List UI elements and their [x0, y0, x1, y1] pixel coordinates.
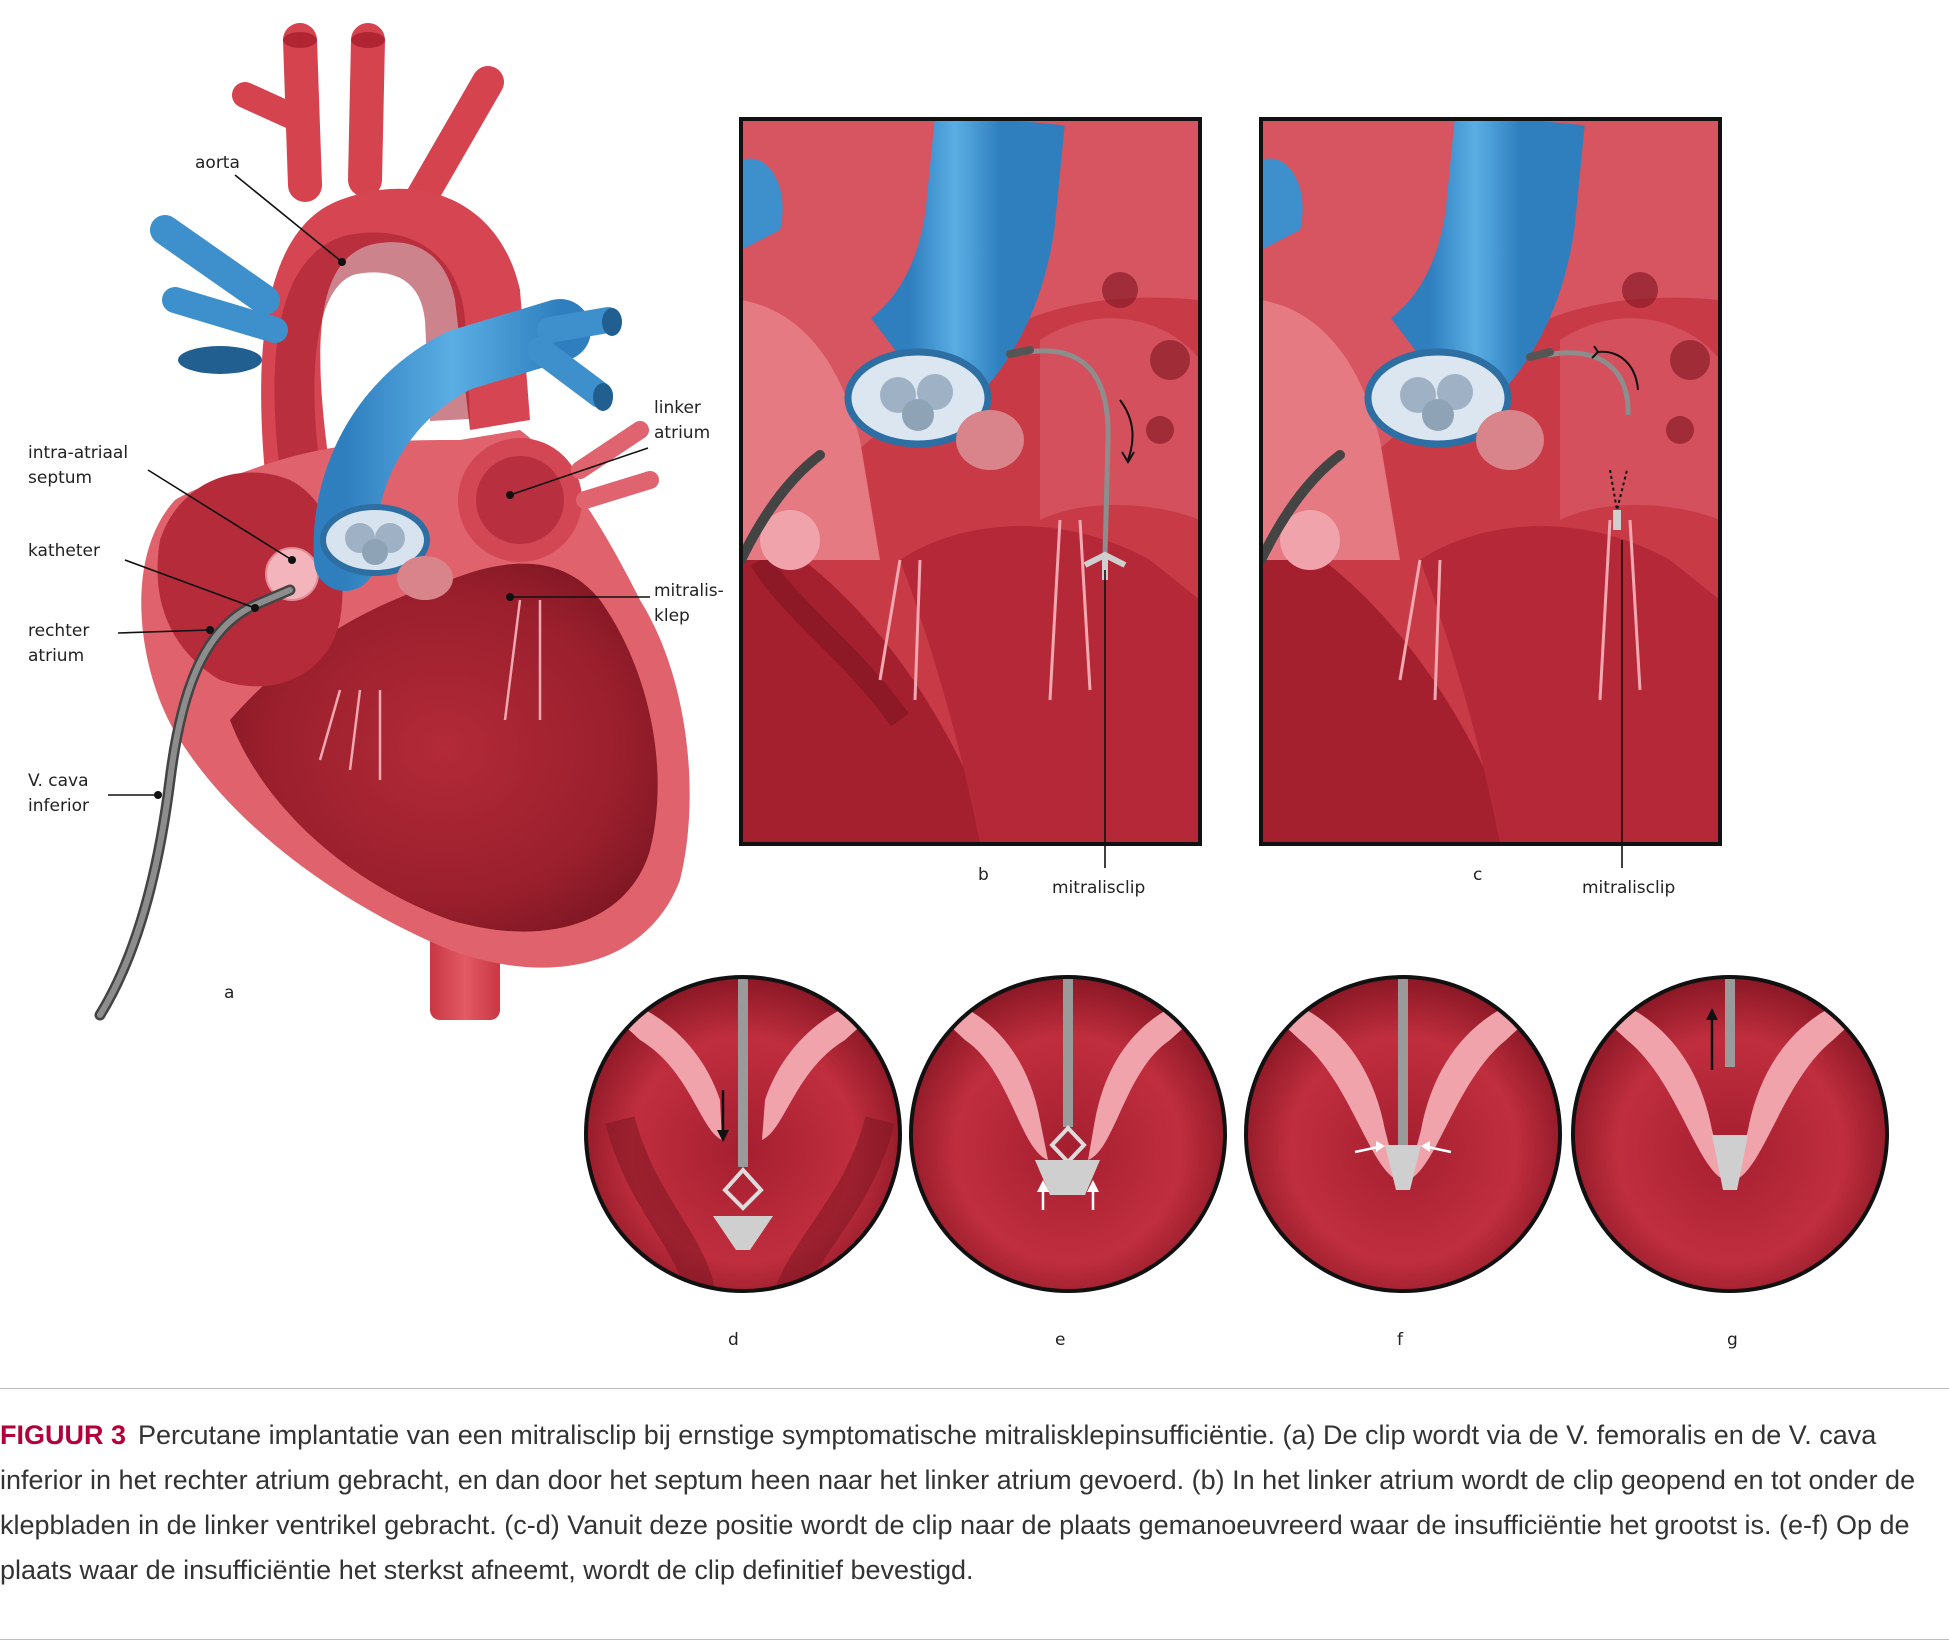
label-septum-line2: septum: [28, 468, 92, 488]
label-aorta: aorta: [195, 153, 240, 173]
label-clip-b: mitralisclip: [1052, 878, 1145, 898]
panel-b: mitralisclip b: [739, 117, 1202, 898]
heart-illustration: [94, 23, 690, 1021]
panel-f: f: [1244, 975, 1562, 1350]
panel-letter-f: f: [1397, 1330, 1404, 1350]
label-clip-c: mitralisclip: [1582, 878, 1675, 898]
panel-a-labels: aorta intra-atriaal septum katheter rech…: [28, 153, 724, 1003]
label-catheter: katheter: [28, 541, 100, 561]
caption-text: Percutane implantatie van een mitraliscl…: [0, 1420, 1916, 1585]
label-mitral-line2: klep: [654, 606, 690, 626]
panel-letter-g: g: [1727, 1330, 1738, 1350]
panel-letter-a: a: [224, 983, 234, 1003]
label-right-atrium-line1: rechter: [28, 621, 89, 641]
panel-g: g: [1571, 975, 1889, 1350]
panel-e: e: [909, 975, 1227, 1350]
figure-label: FIGUUR 3: [0, 1420, 127, 1450]
label-right-atrium-line2: atrium: [28, 646, 84, 666]
panel-letter-b: b: [978, 865, 989, 885]
label-mitral-line1: mitralis-: [654, 581, 724, 601]
panel-letter-d: d: [728, 1330, 739, 1350]
panel-c: mitralisclip c: [1259, 117, 1722, 898]
label-vcava-line2: inferior: [28, 796, 89, 816]
panel-d: d: [584, 975, 902, 1350]
label-vcava-line1: V. cava: [28, 771, 89, 791]
label-septum-line1: intra-atriaal: [28, 443, 128, 463]
label-left-atrium-line2: atrium: [654, 423, 710, 443]
panel-letter-e: e: [1055, 1330, 1065, 1350]
panel-letter-c: c: [1473, 865, 1482, 885]
label-left-atrium-line1: linker: [654, 398, 701, 418]
